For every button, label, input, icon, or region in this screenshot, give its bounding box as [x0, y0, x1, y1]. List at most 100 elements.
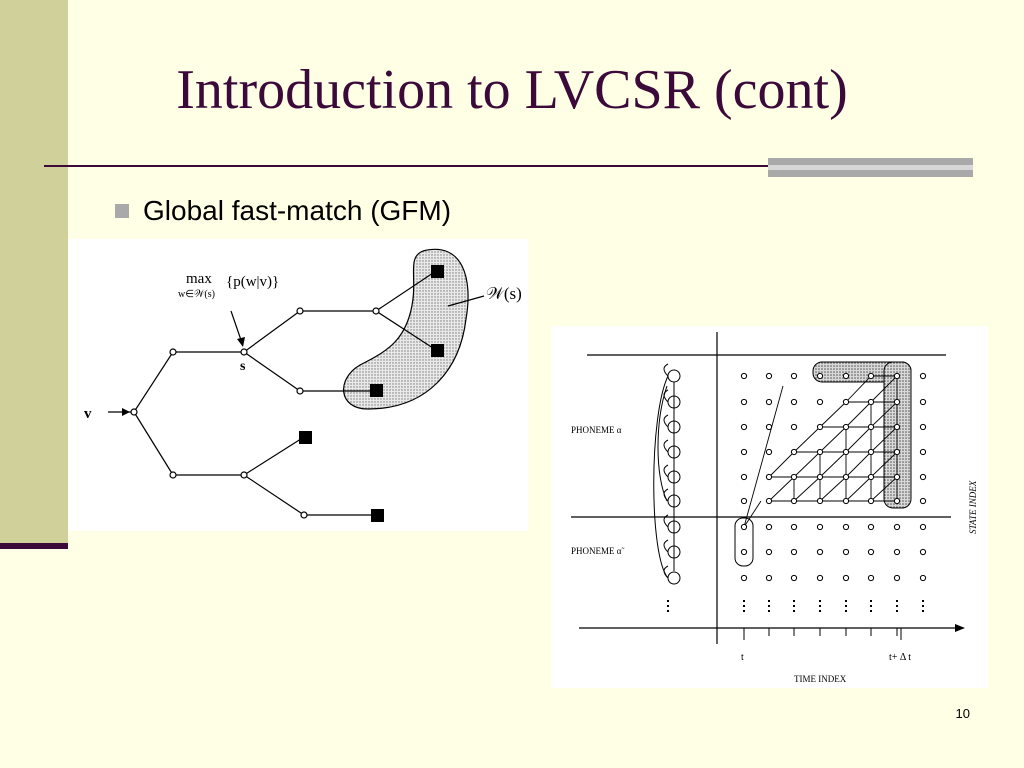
trellis-figure: PHONEME α PHONEME α̃ STATE INDEX TIME IN… [551, 326, 988, 688]
trellis-node [740, 548, 748, 556]
trellis-node [765, 448, 773, 456]
continuation-dot [870, 600, 872, 602]
trellis-node [740, 448, 748, 456]
continuation-dot [743, 610, 745, 612]
trellis-node [765, 473, 773, 481]
gfm-tree-figure: v s max w∈𝒲(s) {p(w|v)} 𝒲(s) [68, 239, 528, 531]
trellis-node [765, 523, 773, 531]
trellis-node [765, 423, 773, 431]
continuation-dot [922, 600, 924, 602]
trellis-node [842, 574, 850, 582]
trellis-node [919, 497, 927, 505]
continuation-dot [768, 610, 770, 612]
tick-t-delta-label: t+ Δ t [889, 652, 911, 663]
trellis-node [816, 398, 824, 406]
phoneme-alpha-tilde-label: PHONEME α̃ [571, 546, 624, 556]
trellis-node [893, 398, 901, 406]
trellis-node [893, 548, 901, 556]
trellis-node [790, 473, 798, 481]
trellis-node [919, 473, 927, 481]
trellis-node [842, 523, 850, 531]
trellis-node [816, 548, 824, 556]
trellis-node [867, 548, 875, 556]
trellis-node [842, 497, 850, 505]
continuation-dot [793, 610, 795, 612]
formula-subscript: w∈𝒲(s) [178, 289, 215, 300]
trellis-node [919, 423, 927, 431]
trellis-node [842, 473, 850, 481]
wordset-label: 𝒲(s) [486, 284, 522, 303]
trellis-node [816, 423, 824, 431]
continuation-dot [845, 600, 847, 602]
trellis-node [842, 448, 850, 456]
trellis-node [816, 372, 824, 380]
page-number: 10 [955, 706, 970, 721]
time-index-label: TIME INDEX [794, 674, 847, 684]
continuation-dot [870, 605, 872, 607]
trellis-node [893, 448, 901, 456]
trellis-node [765, 548, 773, 556]
trellis-node [790, 423, 798, 431]
trellis-node [816, 473, 824, 481]
bullet-square-icon [115, 204, 129, 218]
trellis-node [740, 574, 748, 582]
state-index-label: STATE INDEX [968, 480, 978, 534]
continuation-dot [896, 600, 898, 602]
trellis-node [842, 372, 850, 380]
trellis-node [893, 372, 901, 380]
slide-title: Introduction to LVCSR (cont) [176, 59, 848, 121]
continuation-dot [667, 600, 669, 602]
trellis-node [790, 523, 798, 531]
trellis-node [740, 423, 748, 431]
continuation-dot [768, 600, 770, 602]
continuation-dot [793, 600, 795, 602]
trellis-node [740, 497, 748, 505]
trellis-node [919, 372, 927, 380]
continuation-dot [667, 610, 669, 612]
tick-t-label: t [741, 652, 744, 663]
node-s-label: s [240, 359, 246, 374]
continuation-dot [922, 605, 924, 607]
continuation-dot [793, 605, 795, 607]
trellis-node [842, 423, 850, 431]
trellis-node [919, 523, 927, 531]
trellis-node [765, 497, 773, 505]
hmm-state [667, 369, 681, 383]
trellis-node [765, 574, 773, 582]
trellis-node [765, 398, 773, 406]
trellis-node [867, 523, 875, 531]
trellis-node [816, 497, 824, 505]
trellis-node [790, 574, 798, 582]
trellis-node [919, 398, 927, 406]
continuation-dot [845, 605, 847, 607]
trellis-node [867, 423, 875, 431]
continuation-dot [896, 610, 898, 612]
continuation-dot [870, 610, 872, 612]
trellis-node [867, 372, 875, 380]
title-rule-accent [768, 158, 973, 179]
continuation-dot [667, 605, 669, 607]
trellis-node [919, 548, 927, 556]
wordset-blob [343, 248, 469, 410]
hmm-state [667, 571, 681, 585]
continuation-dot [743, 605, 745, 607]
trellis-node [893, 423, 901, 431]
trellis-node [867, 574, 875, 582]
trellis-node [816, 574, 824, 582]
continuation-dot [819, 600, 821, 602]
trellis-node [867, 473, 875, 481]
trellis-node [893, 523, 901, 531]
trellis-node [740, 523, 748, 531]
trellis-node [867, 448, 875, 456]
continuation-dot [922, 610, 924, 612]
trellis-node [816, 523, 824, 531]
trellis-node [893, 574, 901, 582]
trellis-node [790, 448, 798, 456]
formula-max: max [186, 271, 212, 287]
trellis-node [790, 372, 798, 380]
trellis-node [867, 497, 875, 505]
node-v-label: v [84, 406, 92, 422]
trellis-node [842, 548, 850, 556]
trellis-node [919, 448, 927, 456]
bullet-text: Global fast-match (GFM) [143, 195, 452, 226]
